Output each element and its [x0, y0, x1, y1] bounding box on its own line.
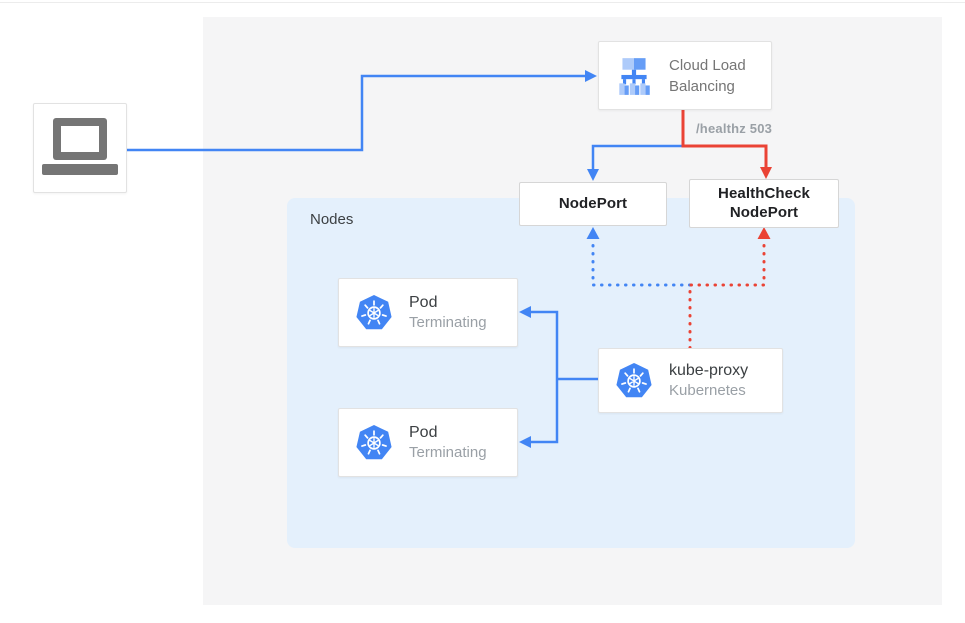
arrowhead-into-loadbalancer: [585, 70, 597, 82]
client-node: [33, 103, 127, 193]
wire-kubeproxy-programs-healthcheck: [688, 237, 766, 350]
kubernetes-icon: [616, 362, 652, 397]
kube-proxy-title: kube-proxy: [669, 361, 749, 379]
wire-kubeproxy-to-pods: [531, 310, 598, 444]
kube-proxy-subtitle: Kubernetes: [669, 382, 746, 400]
cloud-load-balancing-icon: [619, 57, 650, 95]
wire-kubeproxy-programs-nodeport: [591, 237, 692, 287]
pod2-status: Terminating: [409, 444, 487, 462]
pod2-node: Pod Terminating: [338, 408, 518, 477]
pod1-node: Pod Terminating: [338, 278, 518, 347]
pod2-labels: Pod Terminating: [409, 422, 487, 464]
arrowhead-into-pod2: [519, 436, 531, 448]
nodeport-node: NodePort: [519, 182, 667, 226]
wire-healthcheck-path: [681, 108, 768, 167]
healthz-status-label: /healthz 503: [696, 121, 773, 136]
nodeport-label: NodePort: [558, 194, 628, 212]
wire-client-to-loadbalancer: [127, 74, 585, 152]
arrowhead-into-healthcheck-top: [760, 167, 772, 179]
healthcheck-label-line2: NodePort: [729, 203, 799, 221]
top-divider: [0, 2, 965, 3]
healthcheck-nodeport-node: HealthCheck NodePort: [689, 179, 839, 228]
kubernetes-icon: [356, 294, 392, 329]
kube-proxy-node: kube-proxy Kubernetes: [598, 348, 783, 413]
arrowhead-into-nodeport-top: [587, 169, 599, 181]
pod2-title: Pod: [409, 423, 438, 441]
nodes-group-label: Nodes: [310, 211, 354, 228]
kubernetes-icon: [356, 424, 392, 459]
pod1-labels: Pod Terminating: [409, 292, 487, 334]
arrowhead-into-nodeport-bottom: [586, 227, 600, 239]
laptop-icon: [42, 118, 118, 175]
wire-loadbalancer-to-nodeport: [591, 144, 683, 170]
arrowhead-into-healthcheck-bottom: [757, 227, 771, 239]
load-balancer-node: Cloud Load Balancing: [598, 41, 772, 110]
kube-proxy-labels: kube-proxy Kubernetes: [669, 360, 748, 402]
healthcheck-label-line1: HealthCheck: [718, 184, 810, 202]
pod1-title: Pod: [409, 293, 438, 311]
arrowhead-into-pod1: [519, 306, 531, 318]
pod1-status: Terminating: [409, 314, 487, 332]
load-balancer-label: Cloud Load Balancing: [669, 56, 746, 95]
